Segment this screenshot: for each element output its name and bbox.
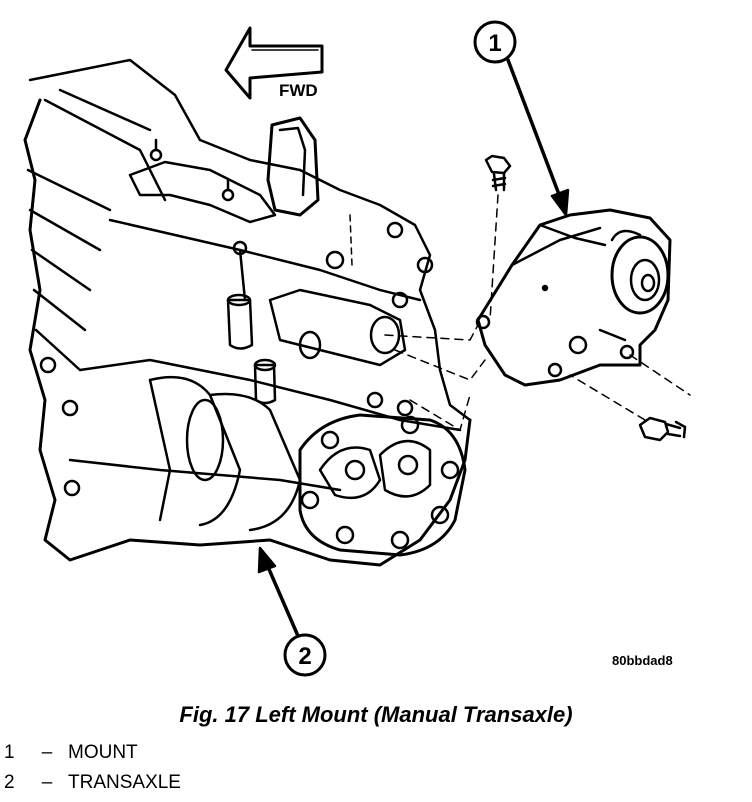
- legend-number: 1: [4, 742, 15, 763]
- lower-bolt-drawing: [569, 354, 691, 442]
- upper-bolt-drawing: [484, 154, 512, 321]
- legend-dash: –: [41, 742, 53, 763]
- legend-label: MOUNT: [68, 742, 138, 763]
- mount-drawing: [475, 208, 672, 387]
- legend-number: 2: [4, 772, 15, 793]
- figure-caption: Fig. 17 Left Mount (Manual Transaxle): [179, 702, 573, 727]
- image-code: 80bbdad8: [612, 653, 673, 668]
- diagram-illustration: FWD 1 2 80bbdad8: [23, 20, 691, 677]
- legend-list: 1 –MOUNT 2 –TRANSAXLE: [4, 738, 181, 798]
- legend-label: TRANSAXLE: [68, 772, 181, 793]
- legend-dash: –: [41, 772, 53, 793]
- callout-1: [473, 20, 570, 217]
- fwd-label: FWD: [279, 81, 318, 100]
- callout-1-number: 1: [488, 30, 501, 57]
- fwd-arrow-icon: [224, 26, 324, 100]
- legend-item: 1 –MOUNT: [4, 738, 181, 768]
- callout-2-number: 2: [298, 643, 311, 670]
- alignment-lines: [384, 324, 486, 431]
- legend-item: 2 –TRANSAXLE: [4, 768, 181, 798]
- transaxle-drawing: [23, 58, 472, 567]
- callout-2: [257, 546, 327, 677]
